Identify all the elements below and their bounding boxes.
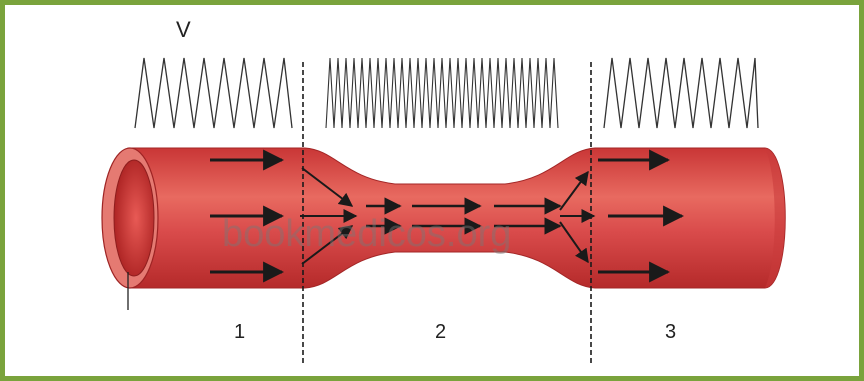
segment-label-2: 2 <box>435 321 446 343</box>
velocity-wave-segment-3 <box>603 57 759 129</box>
segment-label-1: 1 <box>234 321 245 343</box>
vessel-lumen <box>113 159 155 277</box>
vessel-right-end <box>765 148 786 288</box>
flow-arrow <box>559 221 589 264</box>
velocity-label: V <box>176 17 191 42</box>
segment-label-3: 3 <box>665 321 676 343</box>
flow-arrow <box>301 167 354 207</box>
flow-arrow <box>559 170 589 211</box>
flow-arrow <box>301 225 354 265</box>
velocity-wave-segment-2 <box>325 57 559 129</box>
watermark: bookmedicos.org <box>222 213 511 255</box>
velocity-wave-segment-1 <box>134 57 293 129</box>
